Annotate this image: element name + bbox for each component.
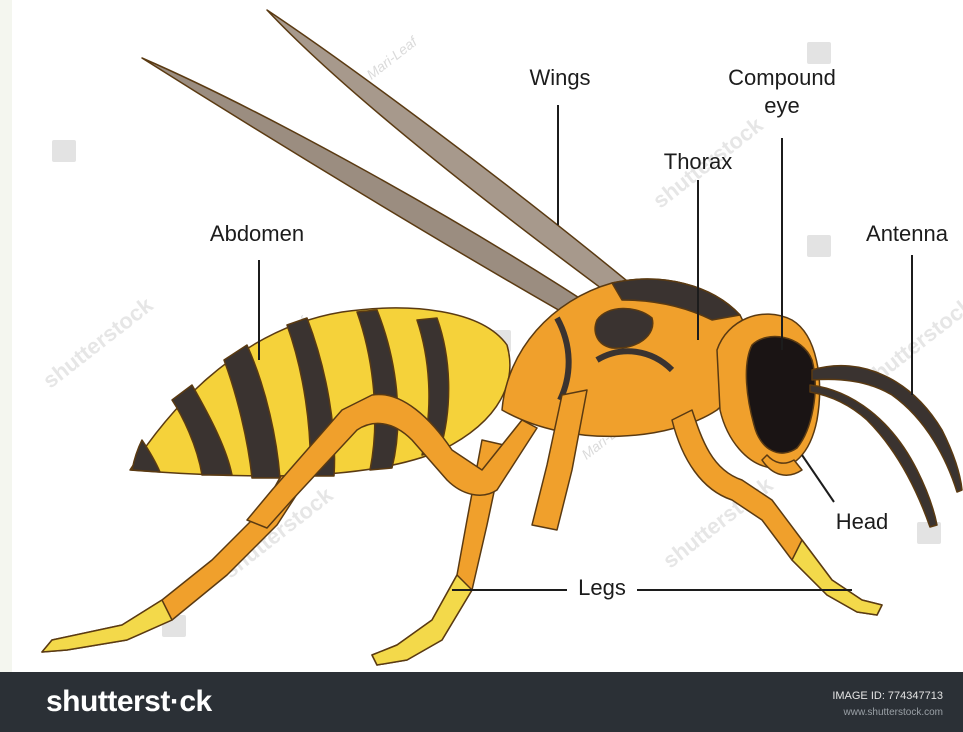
mid-leg-tarsus [372, 575, 472, 665]
label-head: Head [822, 508, 902, 536]
label-antenna: Antenna [852, 220, 962, 248]
diagram-canvas: shutterstock shutterstock shutterstock s… [12, 0, 963, 672]
label-legs: Legs [567, 574, 637, 602]
label-abdomen: Abdomen [192, 220, 322, 248]
image-id-text: IMAGE ID: 774347713 [832, 690, 943, 702]
brand-logo: shutterst·ck [46, 685, 212, 719]
label-compound-eye: Compound eye [712, 64, 852, 120]
front-leg-tarsus [792, 540, 882, 615]
leader-head [802, 455, 834, 502]
footer-bar: shutterst·ck IMAGE ID: 774347713 www.shu… [0, 672, 963, 732]
label-thorax: Thorax [650, 148, 746, 176]
site-url: www.shutterstock.com [844, 707, 943, 718]
hind-leg-rear-tarsus [42, 600, 172, 652]
label-wings: Wings [520, 64, 600, 92]
